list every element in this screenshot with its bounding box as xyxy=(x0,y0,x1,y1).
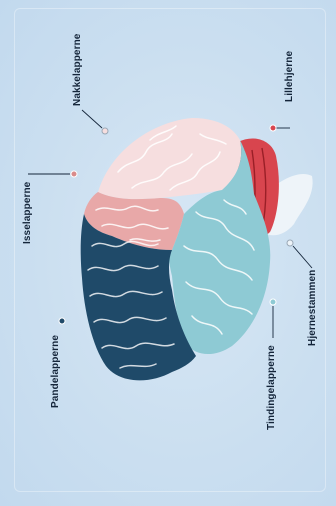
label-lillehjerne: Lillehjerne xyxy=(284,51,295,102)
leader-lillehjerne xyxy=(270,125,290,131)
label-pandelapperne: Pandelapperne xyxy=(50,335,61,408)
leader-hjernestammen xyxy=(287,240,312,268)
leader-nakkelapperne xyxy=(82,110,108,134)
label-hjernestammen: Hjernestammen xyxy=(307,270,318,346)
marker-isselapperne xyxy=(71,171,77,177)
marker-nakkelapperne xyxy=(102,128,108,134)
leader-tindingelapperne xyxy=(270,299,276,338)
marker-pandelapperne xyxy=(59,318,65,324)
marker-lillehjerne xyxy=(270,125,276,131)
marker-hjernestammen xyxy=(287,240,293,246)
label-tindingelapperne: Tindingelapperne xyxy=(266,345,277,430)
label-isselapperne: Isselapperne xyxy=(22,182,33,244)
leader-isselapperne xyxy=(28,171,77,177)
label-nakkelapperne: Nakkelapperne xyxy=(72,34,83,106)
leader-pandelapperne xyxy=(59,318,65,324)
marker-tindingelapperne xyxy=(270,299,276,305)
